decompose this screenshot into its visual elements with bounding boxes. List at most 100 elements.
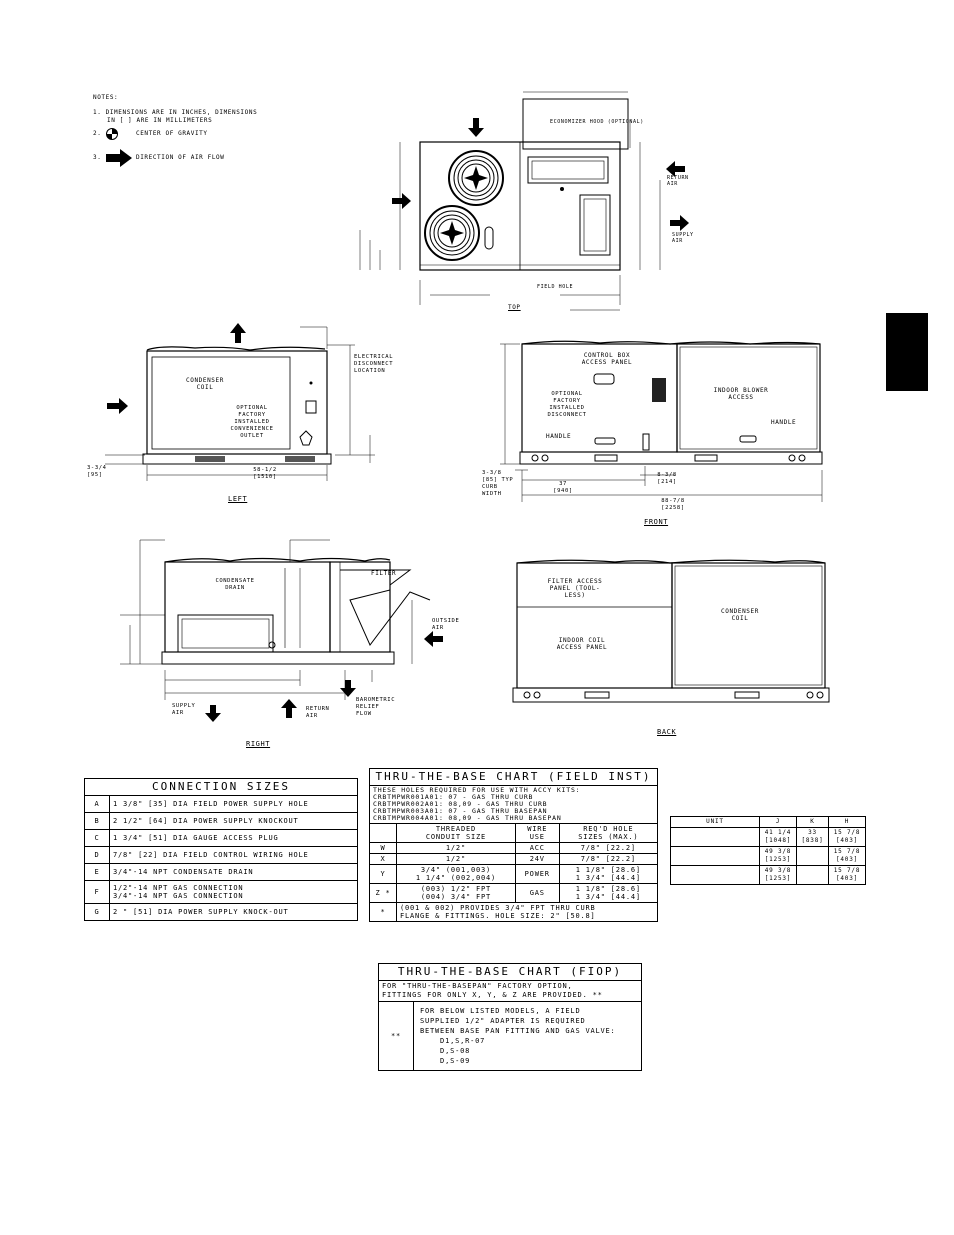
cell bbox=[795, 865, 830, 885]
condensate-drain-label: CONDENSATE DRAIN bbox=[215, 578, 255, 591]
right-view-label: RIGHT bbox=[246, 740, 271, 748]
cell: 3/4" (001,003) 1 1/4" (002,004) bbox=[396, 864, 516, 884]
row-value: 7/8" [22] DIA FIELD CONTROL WIRING HOLE bbox=[109, 846, 358, 864]
row-value: 3/4"-14 NPT CONDENSATE DRAIN bbox=[109, 863, 358, 881]
cell: W bbox=[369, 842, 397, 854]
note-2: CENTER OF GRAVITY bbox=[136, 130, 208, 137]
handle-label-1: HANDLE bbox=[546, 433, 572, 440]
electrical-disconnect-label: ELECTRICAL DISCONNECT LOCATION bbox=[354, 354, 394, 374]
row-key: E bbox=[84, 863, 110, 881]
note-2-number: 2. bbox=[93, 130, 102, 137]
top-view-drawing bbox=[359, 91, 689, 311]
row-key: G bbox=[84, 903, 110, 921]
cell: (003) 1/2" FPT (004) 3/4" FPT bbox=[396, 883, 516, 903]
cell: 1 1/8" [28.6] 1 3/4" [44.4] bbox=[558, 883, 659, 903]
right-supply-air: SUPPLY AIR bbox=[172, 703, 196, 716]
filter-label: FILTER bbox=[371, 570, 397, 577]
row-value: 2 " [51] DIA POWER SUPPLY KNOCK-OUT bbox=[109, 903, 358, 921]
cell: 1 1/8" [28.6] 1 3/4" [44.4] bbox=[558, 864, 659, 884]
left-view-drawing bbox=[105, 323, 375, 481]
row-key: F bbox=[84, 880, 110, 904]
row-key: D bbox=[84, 846, 110, 864]
row-value: 1 3/8" [35] DIA FIELD POWER SUPPLY HOLE bbox=[109, 795, 358, 813]
cell: (001 & 002) PROVIDES 3/4" FPT THRU CURB … bbox=[396, 902, 658, 922]
cell bbox=[670, 865, 760, 885]
column-header: H bbox=[828, 816, 866, 828]
back-view-drawing bbox=[512, 559, 830, 703]
row-key: C bbox=[84, 829, 110, 847]
section-tab bbox=[886, 313, 928, 391]
ttb-fiop-table: THRU-THE-BASE CHART (FIOP) FOR "THRU-THE… bbox=[378, 963, 642, 1071]
front-view-label: FRONT bbox=[644, 518, 669, 526]
economizer-label: ECONOMIZER HOOD (OPTIONAL) bbox=[550, 119, 644, 125]
column-header: K bbox=[795, 816, 830, 828]
notes-heading: NOTES: bbox=[93, 94, 119, 101]
row-value: 1 3/4" [51] DIA GAUGE ACCESS PLUG bbox=[109, 829, 358, 847]
top-supply-air-label: SUPPLY AIR bbox=[672, 232, 694, 244]
note-1a: 1. DIMENSIONS ARE IN INCHES, DIMENSIONS bbox=[93, 109, 258, 116]
ttb-field-intro: THESE HOLES REQUIRED FOR USE WITH ACCY K… bbox=[369, 785, 658, 824]
connection-sizes-title: CONNECTION SIZES bbox=[84, 778, 358, 796]
unit-dimension-table: UNIT J K H 41 1/4 [1048]33 [838]15 7/8 [… bbox=[670, 816, 866, 885]
ttb-fiop-intro: FOR "THRU-THE-BASEPAN" FACTORY OPTION, F… bbox=[378, 980, 642, 1002]
handle-label-2: HANDLE bbox=[771, 419, 797, 426]
note-3-number: 3. bbox=[93, 154, 102, 161]
top-return-air-label: RETURN AIR bbox=[667, 175, 689, 187]
front-dim-total: 88-7/8 [2258] bbox=[661, 498, 685, 511]
ttb-fiop-key: ** bbox=[378, 1001, 414, 1071]
cell bbox=[670, 827, 760, 847]
table-row: 41 1/4 [1048]33 [838]15 7/8 [403] bbox=[670, 827, 866, 847]
cell: 1/2" bbox=[396, 853, 516, 865]
cell: 15 7/8 [403] bbox=[828, 865, 866, 885]
front-view-drawing bbox=[500, 340, 823, 502]
center-of-gravity-icon bbox=[106, 128, 118, 140]
cell: Z * bbox=[369, 883, 397, 903]
cell: 1/2" bbox=[396, 842, 516, 854]
cell bbox=[795, 846, 830, 866]
cell bbox=[670, 846, 760, 866]
cell: GAS bbox=[514, 883, 560, 903]
cell: 7/8" [22.2] bbox=[558, 853, 659, 865]
ttb-field-title: THRU-THE-BASE CHART (FIELD INST) bbox=[369, 768, 658, 786]
column-header: WIRE USE bbox=[514, 823, 560, 843]
row-key: B bbox=[84, 812, 110, 830]
ttb-fiop-title: THRU-THE-BASE CHART (FIOP) bbox=[378, 963, 642, 981]
front-dim-8: 8-3/8 [214] bbox=[657, 472, 677, 485]
row-value: 2 1/2" [64] DIA POWER SUPPLY KNOCKOUT bbox=[109, 812, 358, 830]
row-value: 1/2"-14 NPT GAS CONNECTION 3/4"-14 NPT G… bbox=[109, 880, 358, 904]
cell: Y bbox=[369, 864, 397, 884]
left-dim-bottom: 58-1/2 [1510] bbox=[253, 467, 277, 480]
cell: 49 3/8 [1253] bbox=[759, 846, 797, 866]
outside-air-label: OUTSIDE AIR bbox=[432, 618, 460, 631]
filter-access-panel: FILTER ACCESS PANEL (TOOL-LESS) bbox=[547, 578, 603, 599]
front-dim-37: 37 [940] bbox=[553, 481, 573, 494]
cell: 49 3/8 [1253] bbox=[759, 865, 797, 885]
cell: * bbox=[369, 902, 397, 922]
note-1b: IN [ ] ARE IN MILLIMETERS bbox=[107, 117, 213, 124]
ttb-field-table: THRU-THE-BASE CHART (FIELD INST) THESE H… bbox=[369, 768, 659, 922]
barometric-relief-label: BAROMETRIC RELIEF FLOW bbox=[356, 697, 396, 717]
cell: POWER bbox=[514, 864, 560, 884]
top-view-label: TOP bbox=[508, 304, 521, 311]
table-row: 49 3/8 [1253] 15 7/8 [403] bbox=[670, 865, 866, 885]
column-header: J bbox=[759, 816, 797, 828]
left-view-label: LEFT bbox=[228, 495, 248, 503]
cell: X bbox=[369, 853, 397, 865]
control-box-label: CONTROL BOX ACCESS PANEL bbox=[581, 352, 633, 366]
column-header: THREADED CONDUIT SIZE bbox=[396, 823, 516, 843]
cell: ACC bbox=[514, 842, 560, 854]
front-optional-disconnect: OPTIONAL FACTORY INSTALLED DISCONNECT bbox=[547, 391, 587, 418]
column-header bbox=[369, 823, 397, 843]
convenience-outlet-label: OPTIONAL FACTORY INSTALLED CONVENIENCE O… bbox=[230, 405, 274, 439]
